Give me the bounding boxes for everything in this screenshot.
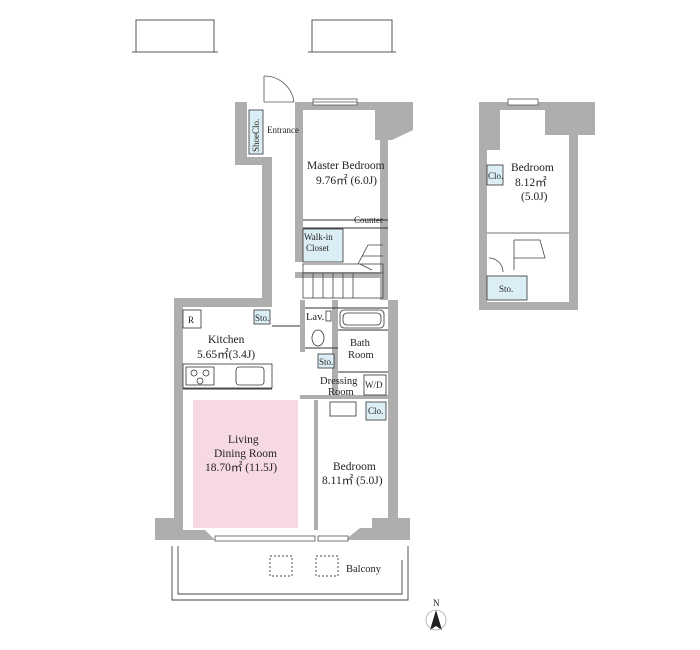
dressing-room-line1: Dressing <box>320 376 358 387</box>
north-arrow-icon <box>425 609 447 631</box>
upper-storage-label: Sto. <box>499 284 513 294</box>
bedroom-south-name: Bedroom <box>333 461 376 473</box>
bathtub <box>339 309 385 329</box>
balcony-label: Balcony <box>346 564 382 575</box>
refrigerator-label: R <box>188 315 194 325</box>
kitchen-name: Kitchen <box>208 334 245 346</box>
master-bedroom-area: 9.76㎡ (6.0J) <box>316 174 377 187</box>
shoe-closet[interactable] <box>248 109 264 155</box>
bedroom-closet-label: Clo. <box>368 406 383 416</box>
compass-label: N <box>433 598 440 608</box>
living-dining-area <box>193 400 298 528</box>
walk-in-closet-line1: Walk-in <box>304 232 333 242</box>
upper-window <box>507 98 539 106</box>
south-windows <box>214 535 349 542</box>
upper-bedroom-area2: (5.0J) <box>521 191 548 203</box>
master-bedroom-name: Master Bedroom <box>307 160 385 172</box>
bath-room-line1: Bath <box>350 338 371 349</box>
toilet <box>311 310 332 347</box>
vanity <box>329 401 357 417</box>
upper-closet[interactable] <box>486 164 504 186</box>
entrance-door[interactable] <box>263 75 295 103</box>
balcony <box>171 546 409 601</box>
interior-lines <box>183 219 388 390</box>
lav-label: Lav. <box>306 312 324 323</box>
living-dining-line2: Dining Room <box>214 448 277 460</box>
storage-lav-label: Sto. <box>319 357 333 367</box>
upper-bedroom-name: Bedroom <box>511 162 554 174</box>
upper-stairs <box>487 232 569 273</box>
walk-in-closet-line2: Closet <box>306 243 330 253</box>
upper-storage[interactable] <box>486 275 528 301</box>
storage-kitchen[interactable] <box>253 309 271 325</box>
bedroom-south-area: 8.11㎡ (5.0J) <box>322 474 383 487</box>
counter-label: Counter <box>354 215 383 225</box>
top-ledges <box>132 19 396 53</box>
storage-lav[interactable] <box>317 353 335 369</box>
washer <box>363 374 387 396</box>
kitchen-counter <box>182 363 273 389</box>
master-window <box>312 98 358 106</box>
upper-closet-label: Clo. <box>488 171 503 181</box>
washer-label: W/D <box>365 380 383 390</box>
refrigerator <box>182 309 202 329</box>
bedroom-closet[interactable] <box>365 401 387 421</box>
shoe-closet-label: ShoeClo. <box>251 119 261 152</box>
storage-kitchen-label: Sto. <box>255 313 269 323</box>
entrance-label: Entrance <box>267 125 299 135</box>
living-dining-area-label: 18.70㎡ (11.5J) <box>205 461 277 474</box>
walk-in-closet[interactable] <box>302 228 344 263</box>
stairs-main <box>302 244 384 299</box>
living-dining-line1: Living <box>228 434 259 446</box>
upper-floor-walls <box>479 102 595 310</box>
dressing-room-line2: Room <box>328 387 354 398</box>
kitchen-area: 5.65㎡(3.4J) <box>197 348 255 361</box>
upper-bedroom-area1: 8.12㎡ <box>515 176 547 189</box>
bath-room-line2: Room <box>348 350 374 361</box>
